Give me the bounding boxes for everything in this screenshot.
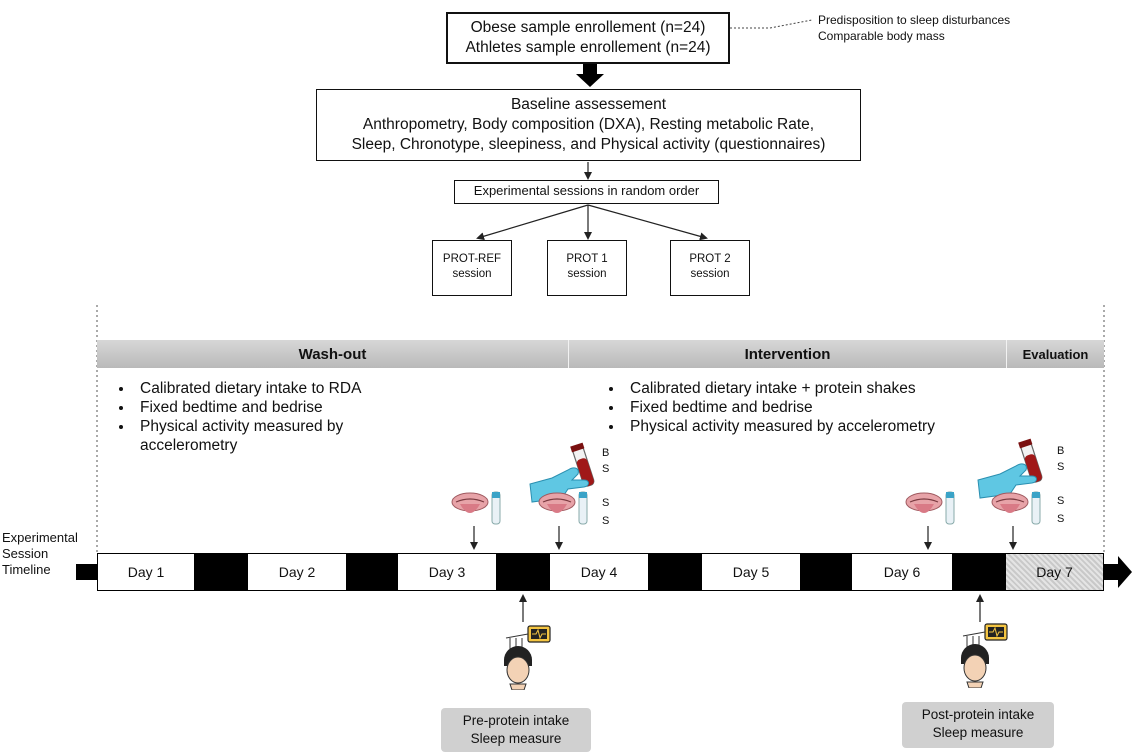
enrollment-athletes: Athletes sample enrollement (n=24): [465, 39, 711, 56]
session-box-prot-1: PROT 1 session: [547, 240, 627, 296]
random-order-box: Experimental sessions in random order: [454, 180, 719, 204]
night-1-segment: [194, 554, 248, 590]
night-4-segment: [648, 554, 702, 590]
washout-bullet-2: Fixed bedtime and bedrise: [134, 398, 434, 417]
intervention-bullet-3: Physical activity measured by accelerome…: [624, 417, 1004, 436]
night-2-segment: [346, 554, 398, 590]
baseline-box: Baseline assessement Anthropometry, Body…: [316, 89, 861, 161]
timeline-bar: [97, 553, 1104, 591]
saliva-label-s-3: S: [1057, 495, 1065, 507]
timeline-lead: [76, 564, 98, 580]
eeg-headset-icon: [504, 625, 551, 690]
side-note-line2: Comparable body mass: [818, 29, 945, 43]
night-3-segment: [496, 554, 550, 590]
day-4-segment: Day 4: [550, 554, 648, 590]
baseline-line1: Anthropometry, Body composition (DXA), R…: [362, 116, 815, 133]
saliva-tongue-icon-2: [538, 491, 588, 525]
phase-evaluation: Evaluation: [1006, 340, 1104, 368]
phase-washout: Wash-out: [97, 340, 568, 368]
blood-label-s-2: S: [1057, 461, 1065, 473]
washout-bullets: Calibrated dietary intake to RDA Fixed b…: [114, 379, 434, 455]
saliva-label-s-2: S: [602, 515, 610, 527]
timeline-arrowhead: [1104, 556, 1132, 588]
saliva-label-s-4: S: [1057, 513, 1065, 525]
side-note-connector: [730, 19, 813, 29]
post-protein-line2: Sleep measure: [932, 725, 1024, 740]
timeline-label-line2: Session: [2, 546, 49, 561]
day-3-segment: Day 3: [398, 554, 496, 590]
washout-bullet-3: Physical activity measured by accelerome…: [134, 417, 434, 455]
baseline-line2: Sleep, Chronotype, sleepiness, and Physi…: [351, 136, 826, 153]
enrollment-box: Obese sample enrollement (n=24) Athletes…: [446, 12, 730, 64]
blood-label-s-1: S: [602, 463, 610, 475]
night-6-segment: [952, 554, 1006, 590]
day-6-segment: Day 6: [852, 554, 952, 590]
eeg-headset-icon-2: [961, 623, 1008, 688]
intervention-bullet-2: Fixed bedtime and bedrise: [624, 398, 1004, 417]
intervention-bullet-1: Calibrated dietary intake + protein shak…: [624, 379, 1004, 398]
blood-sample-hand-icon: [529, 442, 595, 503]
timeline-label-line1: Experimental: [2, 530, 78, 545]
day-5-segment: Day 5: [702, 554, 800, 590]
session-prot-1-sub: session: [567, 268, 607, 280]
side-note: Predisposition to sleep disturbances Com…: [818, 12, 1010, 44]
session-prot-2-label: PROT 2: [689, 253, 731, 265]
timeline-label-line3: Timeline: [2, 562, 51, 577]
phase-intervention: Intervention: [568, 340, 1006, 368]
session-prot-1-label: PROT 1: [566, 253, 608, 265]
pre-protein-line1: Pre-protein intake: [462, 713, 570, 728]
day-2-segment: Day 2: [248, 554, 346, 590]
pre-protein-sleep-measure: Pre-protein intake Sleep measure: [441, 708, 591, 752]
session-prot-ref-label: PROT-REF: [442, 253, 502, 265]
washout-bullet-1: Calibrated dietary intake to RDA: [134, 379, 434, 398]
intervention-bullets: Calibrated dietary intake + protein shak…: [604, 379, 1004, 436]
session-prot-2-sub: session: [690, 268, 730, 280]
blood-label-b-1: B: [602, 447, 610, 459]
saliva-tongue-icon-3: [905, 491, 955, 525]
enrollment-obese: Obese sample enrollement (n=24): [470, 19, 706, 36]
pre-protein-line2: Sleep measure: [470, 731, 562, 746]
day-1-segment: Day 1: [98, 554, 194, 590]
to-prot-ref-arrow: [476, 204, 589, 241]
session-prot-ref-sub: session: [452, 268, 492, 280]
saliva-label-s-1: S: [602, 497, 610, 509]
night-5-segment: [800, 554, 852, 590]
day-7-segment: Day 7: [1006, 554, 1103, 590]
saliva-tongue-icon-4: [991, 491, 1041, 525]
session-box-prot-ref: PROT-REF session: [432, 240, 512, 296]
blood-label-b-2: B: [1057, 445, 1065, 457]
blood-sample-hand-icon-2: [977, 438, 1043, 499]
to-prot-2-arrow: [587, 204, 708, 241]
thick-down-arrow: [576, 64, 604, 87]
side-note-line1: Predisposition to sleep disturbances: [818, 13, 1011, 27]
baseline-title: Baseline assessement: [510, 96, 667, 113]
saliva-tongue-icon: [451, 491, 501, 525]
post-protein-sleep-measure: Post-protein intake Sleep measure: [902, 702, 1054, 748]
session-box-prot-2: PROT 2 session: [670, 240, 750, 296]
timeline-label: Experimental Session Timeline: [2, 530, 78, 578]
post-protein-line1: Post-protein intake: [921, 707, 1035, 722]
